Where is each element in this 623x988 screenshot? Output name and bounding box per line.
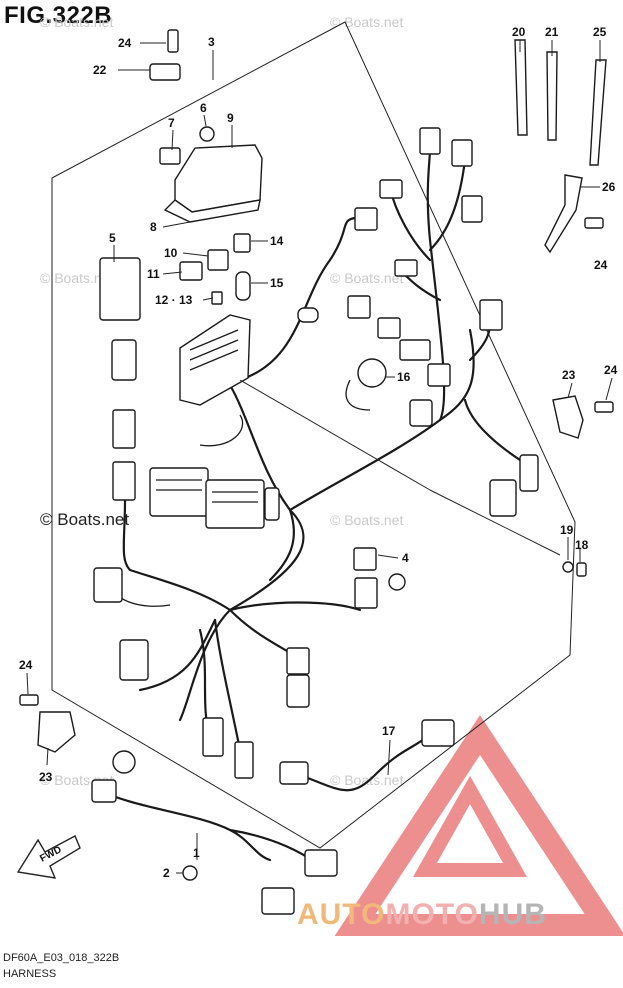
logo-part-moto: MOTO	[385, 898, 479, 931]
callout-18: 18	[575, 538, 589, 552]
callout-23: 23	[39, 770, 53, 784]
watermark: © Boats.net	[330, 772, 404, 788]
callout-2: 2	[163, 866, 170, 880]
callout-6: 6	[200, 101, 207, 115]
main-connectors	[149, 467, 265, 529]
fwd-arrow-icon: FWD	[16, 835, 81, 879]
diagram-name: HARNESS	[3, 968, 57, 980]
callout-20: 20	[512, 25, 526, 39]
logo-triangle	[334, 714, 623, 936]
relay-parts	[99, 29, 251, 381]
logo-part-auto: AUTO	[297, 898, 386, 931]
callout-12-13: 12 · 13	[155, 293, 193, 307]
sub-harness-1	[91, 750, 338, 915]
callout-numbers: 24 22 3 6 7 9 8 5 10 11 12 · 13 14 15 16…	[19, 25, 618, 880]
callout-9: 9	[227, 111, 234, 125]
watermark: © Boats.net	[330, 14, 404, 30]
logo-text: AUTOMOTOHUB	[297, 898, 547, 932]
callout-26: 26	[602, 180, 616, 194]
figure-title: FIG.322B	[4, 2, 113, 29]
callout-25: 25	[593, 25, 607, 39]
sensor-parts	[353, 358, 406, 591]
harness-connectors	[93, 127, 539, 779]
callout-7: 7	[168, 116, 175, 130]
callout-17: 17	[382, 724, 396, 738]
harness-wires	[109, 148, 522, 752]
callout-23: 23	[562, 368, 576, 382]
right-hardware	[514, 39, 614, 577]
callout-3: 3	[208, 35, 215, 49]
callout-15: 15	[270, 276, 284, 290]
left-hardware	[19, 694, 76, 753]
callout-21: 21	[545, 25, 559, 39]
logo-part-hub: HUB	[478, 898, 547, 931]
callout-10: 10	[164, 246, 178, 260]
watermark: © Boats.net	[330, 512, 404, 528]
callout-19: 19	[560, 523, 574, 537]
fuse-box	[163, 144, 263, 223]
callout-14: 14	[270, 234, 284, 248]
callout-24: 24	[19, 658, 33, 672]
callout-24: 24	[604, 363, 618, 377]
watermark: © Boats.net	[40, 270, 114, 286]
callout-4: 4	[402, 551, 409, 565]
junction-block	[179, 314, 251, 406]
extension-harness	[279, 719, 455, 792]
callout-24: 24	[118, 36, 132, 50]
leader-lines	[26, 40, 613, 874]
callout-11: 11	[147, 267, 160, 281]
callout-24: 24	[594, 258, 608, 272]
watermark-main: © Boats.net	[40, 510, 130, 529]
callout-16: 16	[397, 370, 411, 384]
diagram-frame	[51, 21, 576, 849]
watermark: © Boats.net	[40, 14, 114, 30]
callout-8: 8	[150, 220, 157, 234]
callout-22: 22	[93, 63, 107, 77]
watermark: © Boats.net	[330, 270, 404, 286]
callout-5: 5	[109, 231, 116, 245]
callout-1: 1	[193, 846, 200, 860]
diagram-code: DF60A_E03_018_322B	[3, 952, 120, 964]
